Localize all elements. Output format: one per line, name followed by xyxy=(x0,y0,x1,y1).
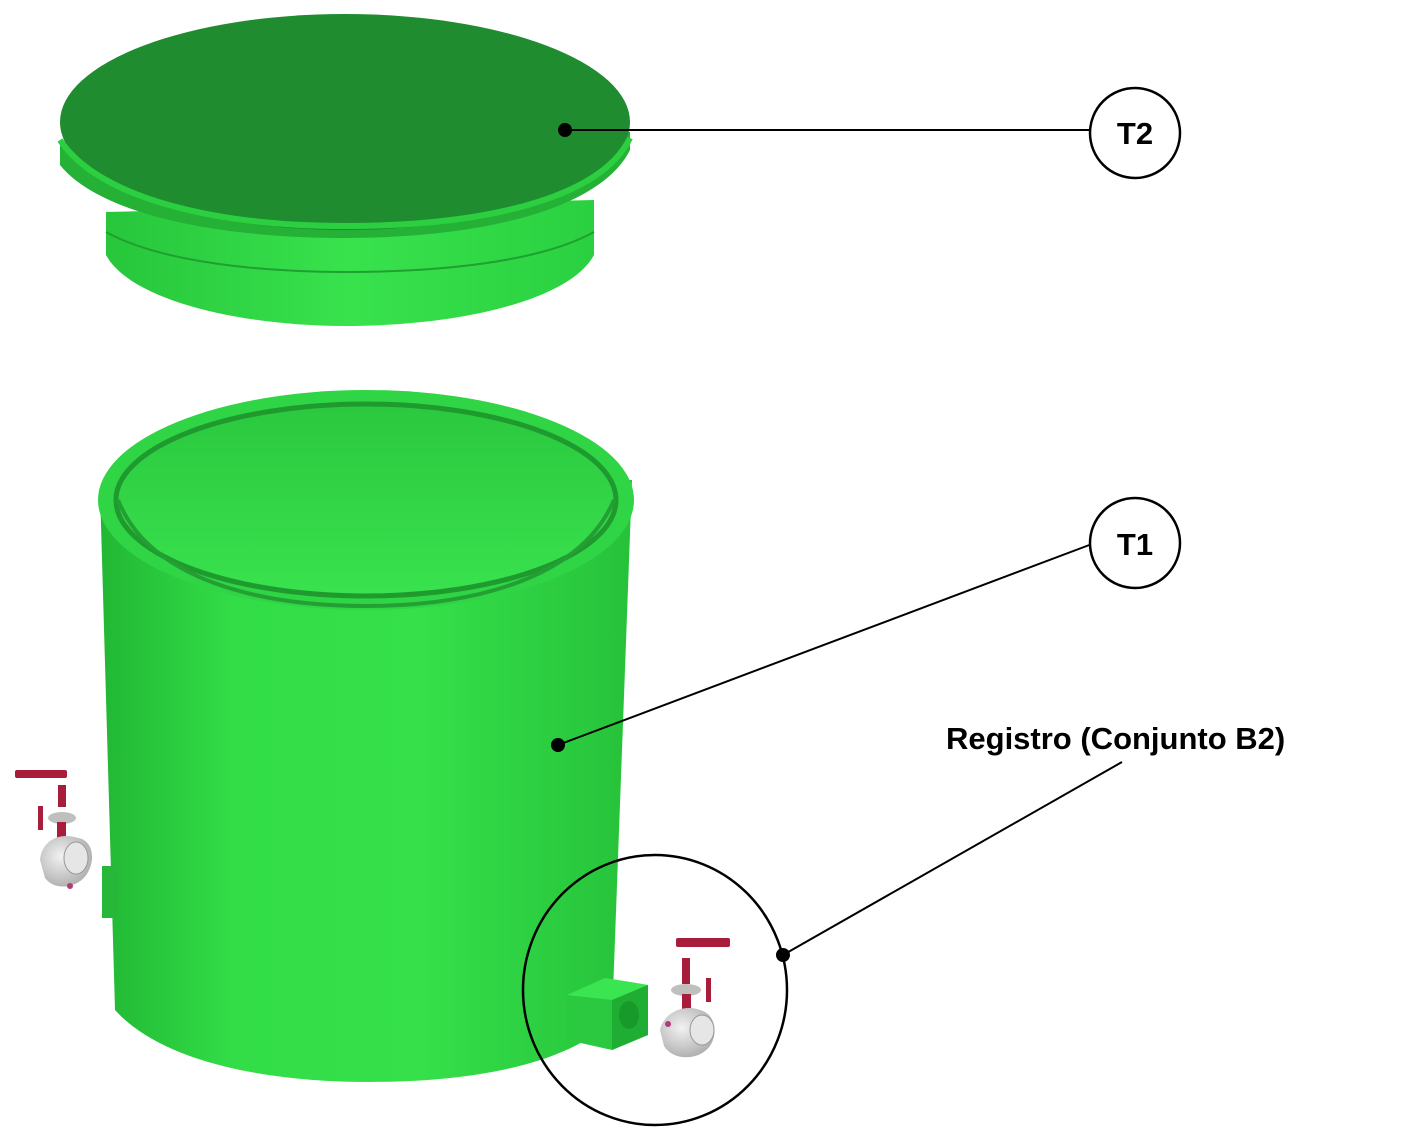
callout-label-t1: T1 xyxy=(1117,527,1153,562)
tank-body xyxy=(98,390,648,1082)
outlet-nozzle xyxy=(567,978,648,1050)
leader-dot xyxy=(558,123,572,137)
tank-lid xyxy=(57,14,633,326)
leader-dot xyxy=(776,948,790,962)
callout-label-t2: T2 xyxy=(1117,116,1153,151)
callout-bubble xyxy=(1088,496,1182,590)
callout-registro: Registro (Conjunto B2) xyxy=(521,721,1285,1127)
leader-line xyxy=(557,543,1093,746)
callout-label-registro: Registro (Conjunto B2) xyxy=(946,721,1285,756)
callout-t2: T2 xyxy=(558,86,1182,180)
detail-circle xyxy=(521,853,789,1127)
ball-valve-left xyxy=(15,770,93,889)
ball-valve-right xyxy=(660,938,730,1058)
callout-bubble xyxy=(1088,86,1182,180)
leader-line xyxy=(782,761,1123,956)
leader-dot xyxy=(551,738,565,752)
callout-t1: T1 xyxy=(551,496,1182,752)
